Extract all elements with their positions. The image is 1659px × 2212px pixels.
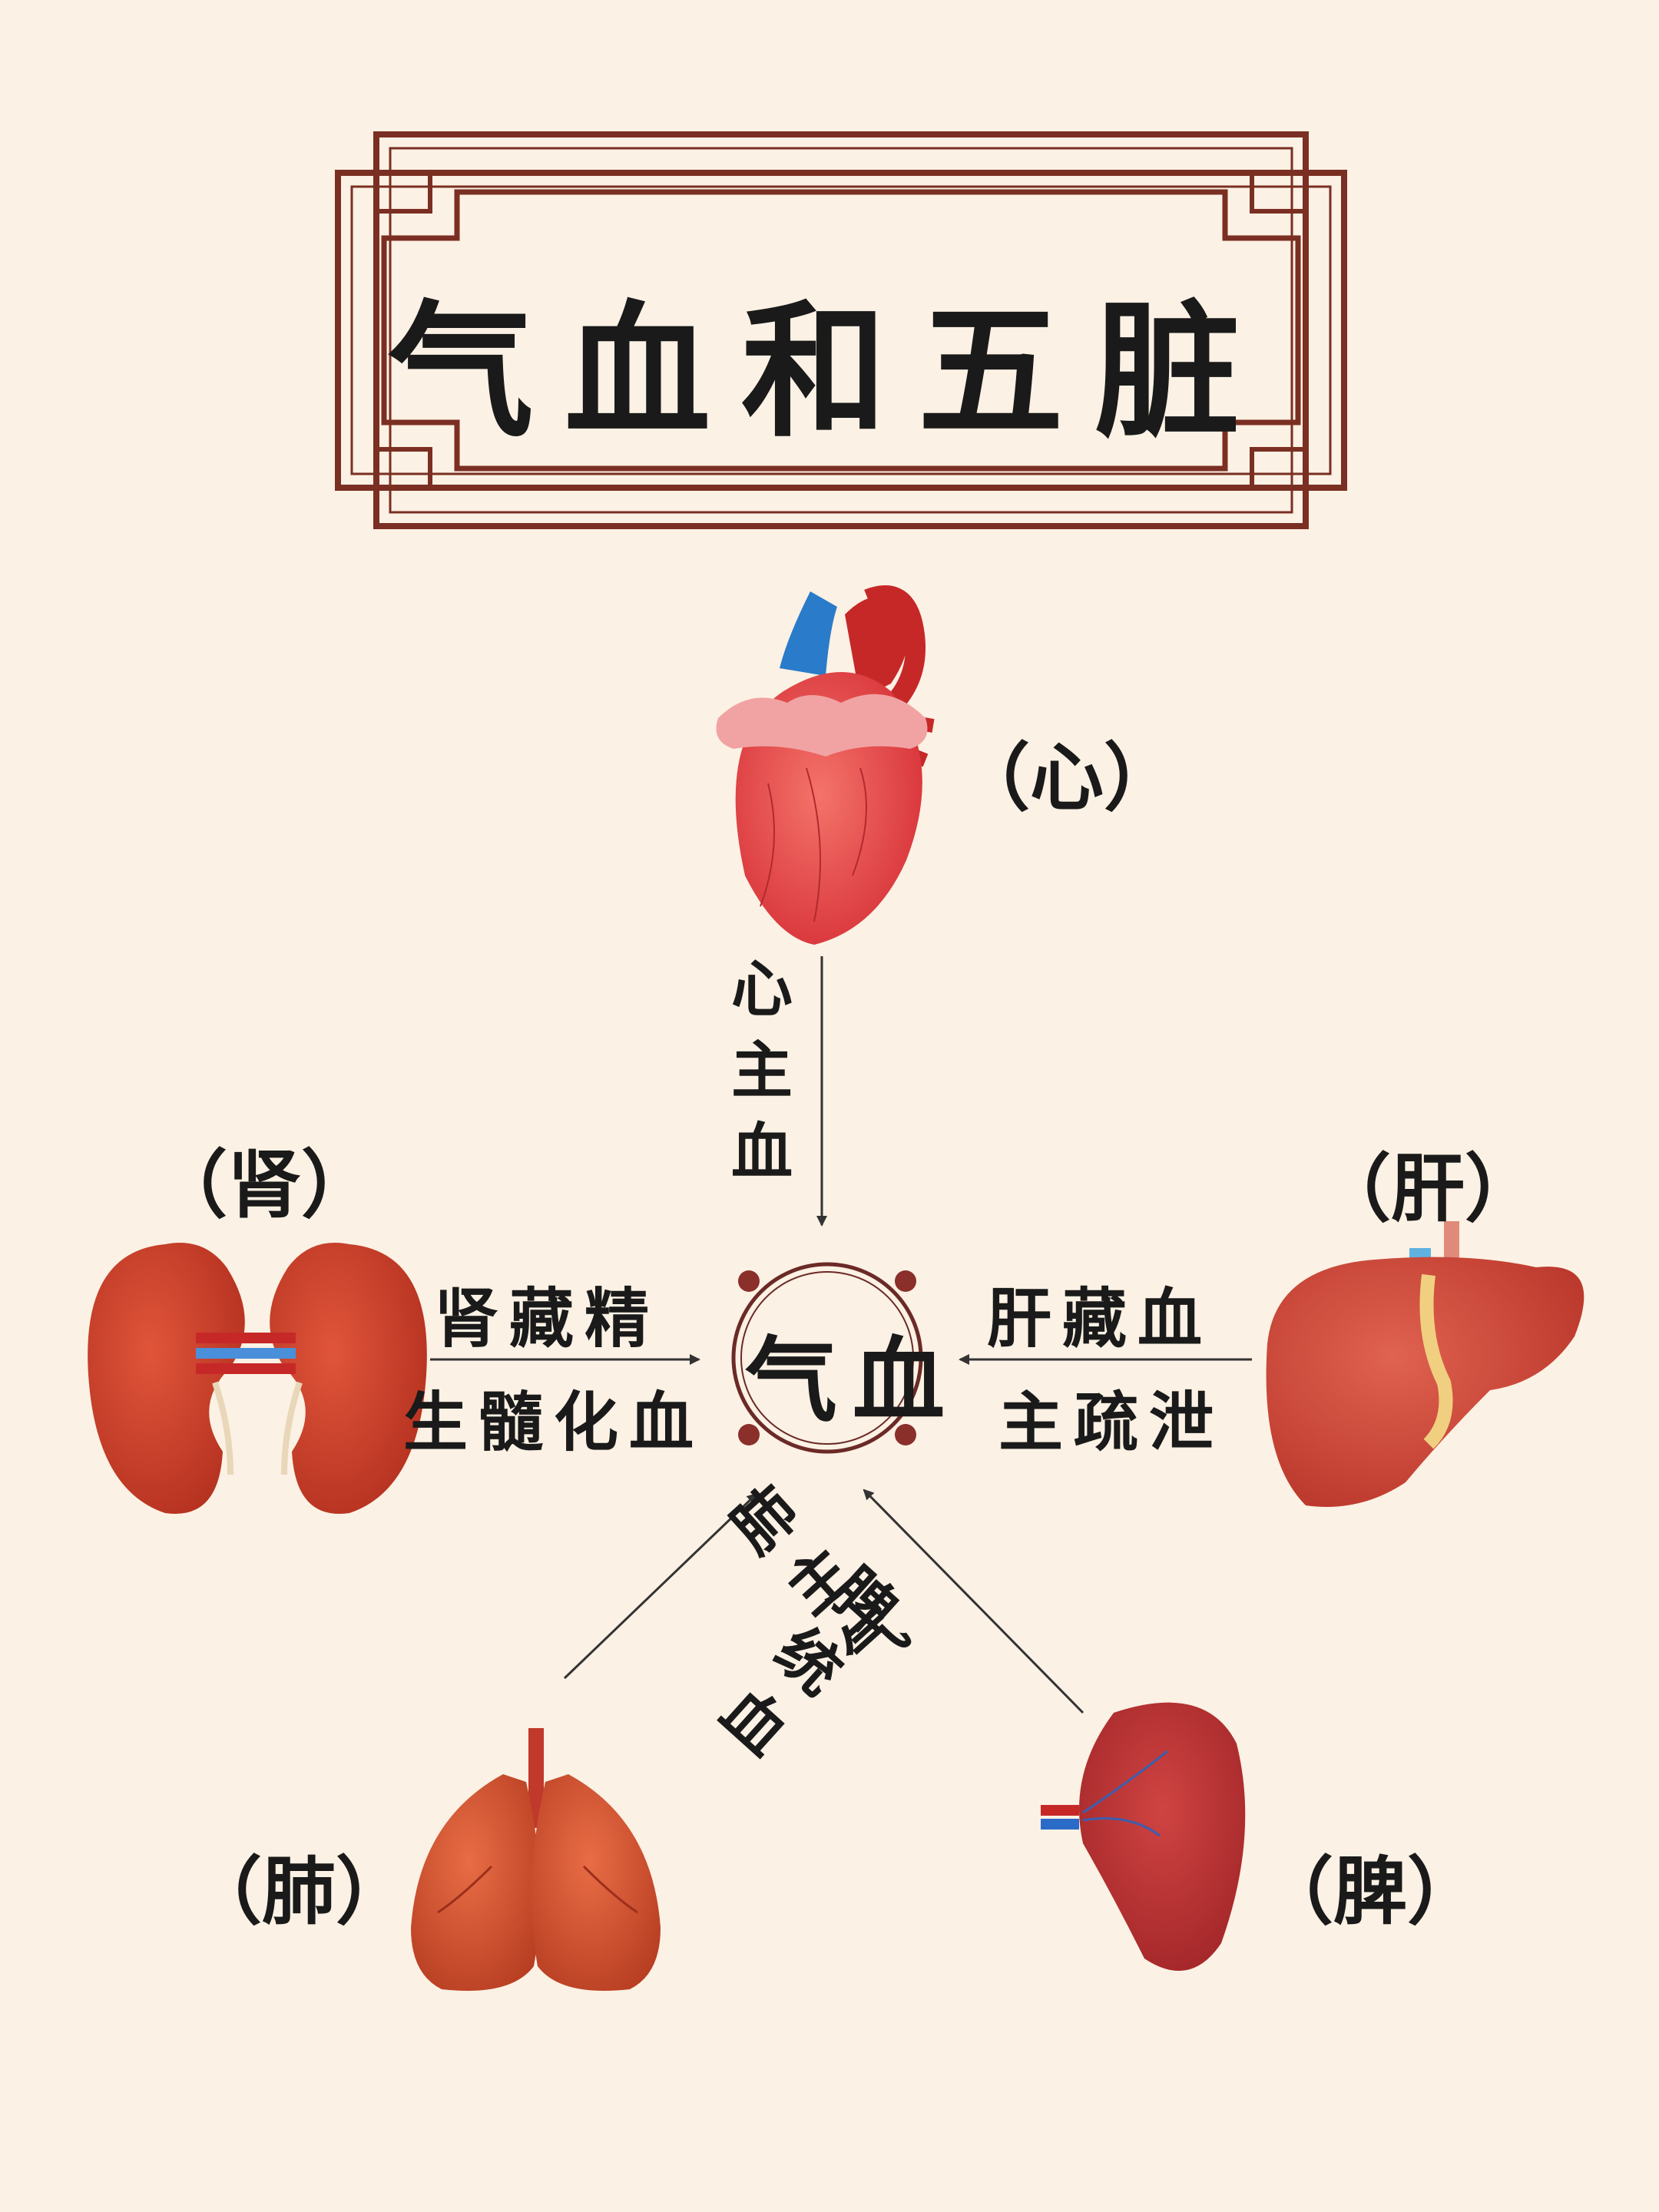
liver-relation-line1: 肝藏血: [987, 1280, 1214, 1356]
page-title: 气血和五脏: [387, 286, 1271, 457]
lung-icon: [411, 1728, 661, 1991]
center-label: 气血: [745, 1326, 960, 1435]
center-circle: [731, 1262, 923, 1454]
liver-relation-line2: 主疏泄: [998, 1384, 1225, 1460]
arrow-lung: [563, 1492, 758, 1680]
liver-label: （肝）: [1317, 1145, 1538, 1232]
kidney-icon: [88, 1243, 427, 1514]
relation-arrows: [430, 956, 1252, 1714]
liver-icon: [1266, 1221, 1584, 1507]
kidney-label: （肾）: [154, 1141, 375, 1228]
title-frame: [335, 131, 1347, 529]
heart-icon: [716, 585, 935, 945]
heart-relation: 心主血: [721, 956, 793, 1200]
heart-label: （心）: [956, 734, 1177, 821]
arrow-spleen: [863, 1488, 1084, 1714]
spleen-label: （脾）: [1260, 1848, 1481, 1935]
spleen-icon: [1041, 1702, 1246, 1971]
lung-label: （肺）: [188, 1848, 409, 1935]
kidney-relation-line1: 肾藏精: [434, 1280, 661, 1356]
kidney-relation-line2: 生髓化血: [403, 1384, 705, 1460]
